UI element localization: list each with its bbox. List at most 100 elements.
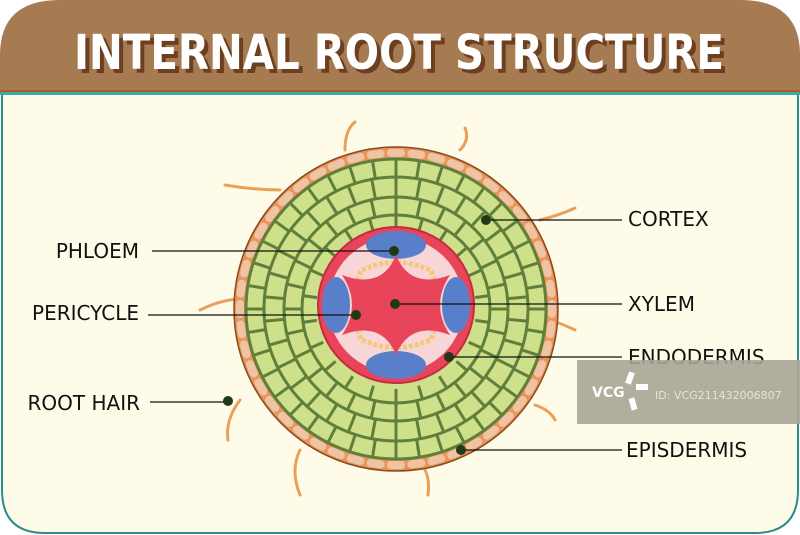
epidermis-cell bbox=[512, 396, 527, 412]
epidermis-cell bbox=[541, 340, 552, 359]
cortex-cell-wall bbox=[302, 318, 318, 324]
epidermis-cell bbox=[524, 378, 538, 396]
root-hair bbox=[533, 403, 557, 422]
cortex-cell-wall bbox=[343, 375, 355, 389]
pointer-lines bbox=[148, 219, 622, 451]
root-hair bbox=[458, 126, 469, 152]
cortex-cell-wall bbox=[348, 165, 357, 184]
cortex-cell-wall bbox=[326, 174, 338, 193]
epidermis-cell bbox=[498, 191, 514, 207]
label-epidermis: EPISDERMIS bbox=[626, 438, 747, 462]
epidermis-cell bbox=[346, 153, 365, 164]
cortex-cell-wall bbox=[309, 340, 324, 350]
cortex-cell-wall bbox=[264, 295, 285, 301]
cortex-cell-wall bbox=[472, 186, 486, 204]
cortex-cell-wall bbox=[484, 228, 503, 243]
cortex-cell-wall bbox=[346, 393, 357, 411]
root-hair bbox=[343, 120, 357, 152]
cortex-cell-wall bbox=[507, 295, 528, 301]
epidermis-cell bbox=[245, 360, 258, 378]
epidermis-cell bbox=[245, 240, 258, 258]
cortex-cell-wall bbox=[435, 412, 446, 433]
root-hair bbox=[538, 206, 577, 222]
cortex-cell-wall bbox=[521, 348, 540, 357]
cortex-cell-wall bbox=[277, 357, 297, 370]
cortex-cell-wall bbox=[415, 439, 421, 458]
cortex-cell-wall bbox=[294, 348, 312, 359]
label-cortex: CORTEX bbox=[628, 207, 709, 231]
cortex-cell-wall bbox=[435, 393, 446, 411]
cortex-cell-wall bbox=[307, 366, 324, 381]
cortex-cell-wall bbox=[507, 317, 528, 323]
epidermis-cell bbox=[465, 167, 483, 181]
cortex-cell-wall bbox=[247, 328, 266, 334]
cortex-cell-wall bbox=[286, 328, 305, 336]
epidermis-cell bbox=[447, 158, 465, 171]
cortex-cell-wall bbox=[306, 186, 320, 204]
cortex-cell-wall bbox=[323, 246, 337, 258]
watermark-box bbox=[577, 360, 800, 424]
cortex-cell-wall bbox=[415, 400, 423, 419]
epidermis-cell bbox=[236, 300, 244, 318]
epidermis-cell bbox=[309, 437, 327, 451]
cortex-cell-wall bbox=[252, 348, 271, 357]
epidermis-cell bbox=[534, 360, 547, 378]
cortex-cell-wall bbox=[289, 375, 308, 390]
label-root-hair: ROOT HAIR bbox=[28, 391, 141, 415]
cortex-cell-wall bbox=[435, 207, 446, 225]
cortex-cell-wall bbox=[261, 367, 280, 379]
root-hair bbox=[223, 183, 282, 192]
cortex-cell-wall bbox=[503, 271, 524, 280]
cortex-cell-wall bbox=[348, 434, 357, 453]
epidermis-cell bbox=[512, 206, 527, 222]
cortex-cell-wall bbox=[454, 425, 466, 444]
epidermis-cell bbox=[240, 340, 251, 359]
cortex-cell-wall bbox=[326, 425, 338, 444]
cortex-cell-wall bbox=[480, 259, 498, 270]
epidermis-cell bbox=[524, 222, 538, 240]
epidermis-cell bbox=[483, 425, 499, 440]
epidermis-cell bbox=[534, 240, 547, 258]
header-divider-teal bbox=[0, 92, 800, 95]
phloem-patch bbox=[322, 277, 350, 333]
epidermis-cell bbox=[387, 149, 405, 157]
pericycle-arcs bbox=[351, 260, 441, 350]
cortex-cell-wall bbox=[261, 239, 280, 251]
cortex-cell-wall bbox=[521, 261, 540, 270]
cortex-cell-wall bbox=[453, 195, 467, 215]
cortex-cell-wall bbox=[273, 385, 291, 399]
cortex-cell-wall bbox=[288, 401, 304, 417]
epidermis-cell bbox=[346, 454, 365, 465]
epidermis-cell bbox=[546, 320, 556, 339]
cortex-cell-wall bbox=[435, 434, 444, 453]
epidermis-cell bbox=[278, 191, 294, 207]
epidermis-cell bbox=[465, 437, 483, 451]
cortex-cell-wall bbox=[468, 366, 485, 381]
cortex-cell-wall bbox=[501, 219, 519, 233]
cortex-cell-wall bbox=[324, 220, 339, 237]
phloem-patch bbox=[366, 351, 426, 379]
label-phloem: PHLOEM bbox=[56, 239, 139, 263]
cortex-cell-wall bbox=[512, 367, 531, 379]
cortex-cell-wall bbox=[480, 348, 498, 359]
header-banner bbox=[0, 0, 800, 92]
root-hair bbox=[423, 468, 431, 497]
cortex-cell-wall bbox=[309, 268, 324, 278]
cortex-cell-wall bbox=[526, 284, 545, 290]
cortex-cell-wall bbox=[487, 282, 506, 290]
epidermis-cell bbox=[265, 206, 280, 222]
pointer-dots bbox=[223, 215, 491, 455]
cortex-cell-wall bbox=[305, 390, 322, 408]
cortex-cell-wall bbox=[455, 360, 469, 372]
cortex-cell-wall bbox=[495, 248, 515, 261]
cortex-cell-wall bbox=[371, 160, 377, 179]
epidermis-cell bbox=[236, 279, 246, 298]
root-hair-dot bbox=[223, 396, 233, 406]
epidermis-cell bbox=[541, 259, 552, 278]
cortex-cell-wall bbox=[488, 401, 504, 417]
cortex-cell-wall bbox=[435, 165, 444, 184]
cortex-cell-wall bbox=[495, 357, 515, 370]
cortex-cell-wall bbox=[487, 328, 506, 336]
epidermis-cell bbox=[548, 300, 556, 318]
epidermis-cell bbox=[366, 149, 385, 159]
